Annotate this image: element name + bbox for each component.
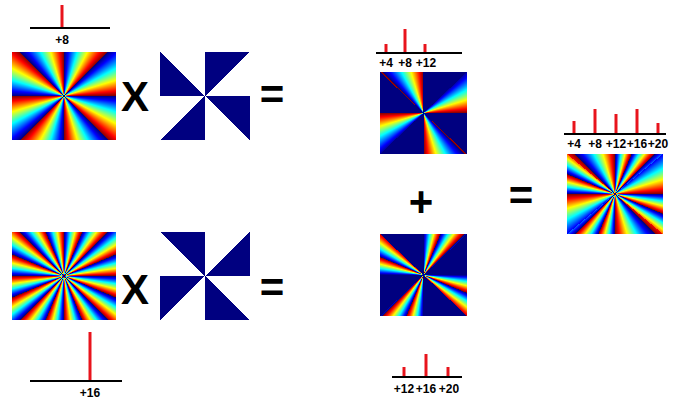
spectrum-axis: [392, 376, 462, 378]
spectrum-peak: [657, 123, 660, 133]
order-label: +16: [80, 387, 100, 399]
sum-phase-image: [567, 154, 663, 234]
operator-symbol: =: [509, 175, 534, 217]
spectrum-peak: [425, 354, 428, 376]
spectrum-axis: [564, 133, 666, 135]
operator-symbol: =: [260, 267, 285, 309]
order-label: +16: [627, 138, 647, 150]
order-label: +8: [398, 57, 412, 69]
order-label: +16: [416, 383, 436, 395]
spectrum-peak: [403, 367, 406, 376]
order-label: +12: [416, 57, 436, 69]
operator-symbol: X: [121, 269, 149, 311]
operator-symbol: X: [121, 76, 149, 118]
masked-phase-image: [380, 234, 467, 316]
spectrum-peak: [89, 332, 92, 380]
spectrum-peak: [61, 5, 64, 27]
order-label: +4: [379, 57, 393, 69]
pinwheel-mask: [160, 52, 250, 140]
order-label: +4: [567, 138, 581, 150]
pinwheel-mask: [160, 232, 250, 320]
spectrum-peak: [636, 109, 639, 133]
spectrum-peak: [573, 121, 576, 133]
order-label: +12: [394, 383, 414, 395]
order-label: +8: [55, 34, 69, 46]
order-label: +8: [588, 138, 602, 150]
masked-phase-image: [380, 72, 467, 154]
vortex-phase-image: [12, 52, 116, 140]
order-label: +20: [648, 138, 668, 150]
order-label: +12: [606, 138, 626, 150]
spectrum-peak: [424, 44, 427, 52]
spectrum-peak: [385, 44, 388, 52]
spectrum-peak: [447, 367, 450, 376]
order-label: +20: [439, 383, 459, 395]
spectrum-peak: [404, 29, 407, 52]
spectrum-peak: [615, 114, 618, 133]
vortex-phase-image: [12, 232, 116, 320]
spectrum-axis: [376, 52, 462, 54]
spectrum-axis: [30, 380, 122, 382]
spectrum-peak: [594, 109, 597, 133]
operator-symbol: +: [409, 181, 434, 223]
operator-symbol: =: [260, 74, 285, 116]
spectrum-axis: [30, 27, 110, 29]
